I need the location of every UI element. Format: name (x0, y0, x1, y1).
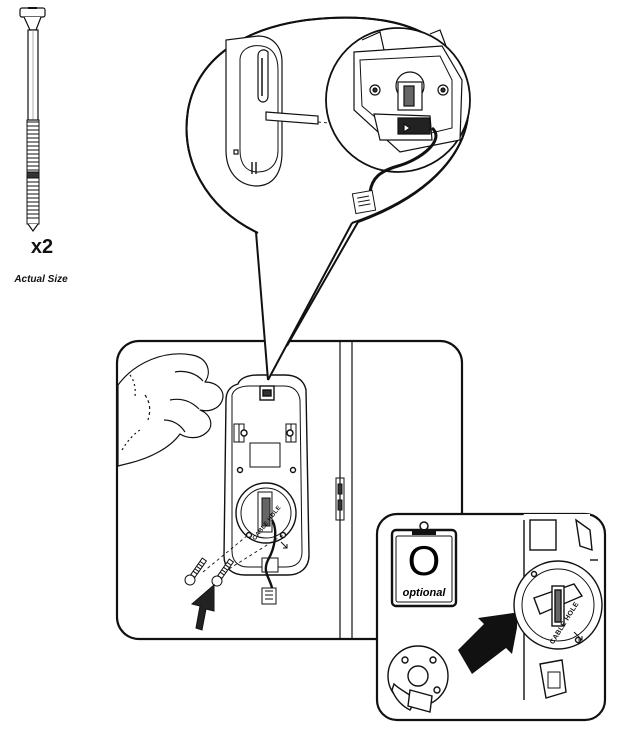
direction-arrow (458, 612, 520, 674)
latch-tailpiece (257, 491, 273, 533)
zoomed-tailpiece (265, 111, 319, 125)
optional-badge-letter: O (407, 537, 441, 584)
mounting-screws (184, 557, 235, 587)
zoomed-lock-detail (325, 27, 471, 215)
screw-illustration (19, 7, 46, 233)
adapter-plate (387, 645, 449, 713)
cable-connector (261, 587, 277, 605)
screw-thread (26, 119, 40, 225)
hand-illustration (117, 353, 224, 467)
zoomed-plate-edge (225, 35, 283, 187)
optional-badge (390, 521, 458, 608)
inset-plate-detail (513, 514, 603, 712)
alignment-lines (202, 534, 284, 573)
door-latch-hardware (335, 477, 345, 521)
optional-badge-word: optional (402, 587, 446, 599)
actual-size-note: Actual Size (14, 274, 68, 285)
screw-quantity-label: x2 (30, 236, 54, 258)
mounting-plate (223, 374, 310, 576)
insert-arrow (190, 583, 215, 631)
cable-wire (264, 519, 277, 589)
